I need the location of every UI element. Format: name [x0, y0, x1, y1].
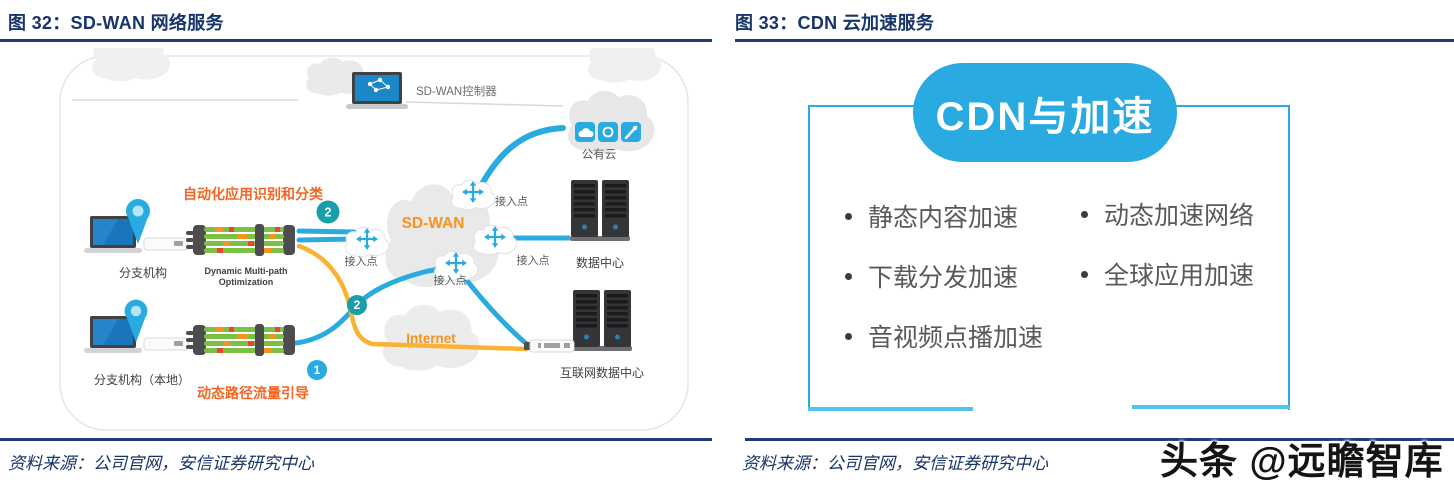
bullet-dot-icon	[1081, 270, 1088, 278]
bullet-dot-icon	[845, 272, 852, 280]
figure-32-source-rule	[0, 438, 712, 441]
public-cloud-services-icon	[575, 122, 641, 142]
deco-cloud-icon	[587, 48, 662, 83]
access-point-label: 接入点	[345, 255, 378, 268]
cable-blue-branch1	[296, 228, 357, 243]
public-cloud-label: 公有云	[582, 147, 617, 161]
bullet-label: 全球应用加速	[1104, 262, 1255, 290]
badge-2-mid	[347, 295, 367, 315]
dmpo-label-line1: Dynamic Multi-path	[204, 266, 287, 276]
bullet-label: 下载分发加速	[868, 264, 1019, 292]
cdn-bullet-dynamic: 动态加速网络	[1081, 196, 1254, 232]
sdwan-label: SD-WAN	[402, 215, 465, 232]
bullet-dot-icon	[1081, 210, 1088, 218]
bullet-label: 音视频点播加速	[868, 324, 1044, 352]
watermark-logo: 头条 @远瞻智库	[1160, 441, 1444, 483]
cdn-bullet-global: 全球应用加速	[1081, 256, 1254, 292]
figure-33-title: 图 33：CDN 云加速服务	[735, 13, 935, 33]
badge-2-top	[316, 200, 340, 224]
bullet-dot-icon	[845, 332, 852, 340]
cable-blue-controller	[479, 125, 566, 187]
access-point-icon	[474, 225, 517, 254]
internet-datacenter-label: 互联网数据中心	[560, 365, 644, 380]
controller-label: SD-WAN控制器	[416, 84, 497, 98]
sdwan-diagram: 2 2 1 SD-WAN控制器 公有云 数据中心 互联网数据中心 SD-WAN …	[59, 48, 689, 431]
deco-cloud-icon	[92, 48, 171, 82]
access-point-icon	[452, 180, 495, 209]
cdn-header-pill: CDN与加速	[913, 63, 1177, 162]
badge-2-mid-label: 2	[354, 298, 361, 312]
figure-33-title-rule	[735, 39, 1454, 42]
branch-office-icon	[84, 199, 189, 253]
bullet-label: 动态加速网络	[1104, 202, 1255, 230]
figure-33-source-rule	[745, 438, 1454, 441]
branch-office-label: 分支机构	[119, 265, 167, 280]
access-point-icon	[346, 227, 389, 256]
cdn-bullet-static: 静态内容加速	[845, 198, 1018, 234]
access-point-label: 接入点	[517, 254, 550, 267]
branch-office-local-icon	[84, 299, 189, 353]
access-point-label: 接入点	[434, 274, 467, 287]
badge-1-label: 1	[314, 363, 321, 377]
internet-router-icon	[524, 339, 575, 353]
cdn-bracket-left	[808, 105, 810, 410]
badge-1	[307, 360, 327, 380]
branch-office-local-label: 分支机构（本地）	[94, 372, 190, 387]
cdn-bullet-download: 下载分发加速	[845, 258, 1018, 294]
controller-link-line	[72, 99, 564, 107]
sdwan-controller-icon	[346, 72, 408, 109]
annotation-bottom: 动态路径流量引导	[197, 385, 309, 401]
datacenter-label: 数据中心	[576, 255, 624, 270]
figure-33-source: 资料来源：公司官网，安信证券研究中心	[742, 454, 1048, 473]
cdn-bracket-bottom-right	[1132, 405, 1290, 409]
dmpo-label-line2: Optimization	[219, 277, 274, 287]
annotation-top: 自动化应用识别和分类	[183, 186, 324, 202]
cdn-bracket-top-left	[808, 105, 915, 107]
figure-32-source: 资料来源：公司官网，安信证券研究中心	[8, 454, 314, 473]
bullet-label: 静态内容加速	[868, 204, 1019, 232]
cdn-bracket-bottom-left	[808, 407, 973, 411]
cdn-bullet-vod: 音视频点播加速	[845, 318, 1043, 354]
cdn-bracket-top-right	[1175, 105, 1290, 107]
cdn-header-label: CDN与加速	[935, 94, 1155, 139]
badge-2-top-label: 2	[325, 206, 332, 220]
figure-32-title-rule	[0, 39, 712, 42]
figure-32-title: 图 32：SD-WAN 网络服务	[8, 13, 224, 33]
bullet-dot-icon	[845, 212, 852, 220]
access-point-label: 接入点	[495, 195, 528, 208]
cdn-bracket-right	[1288, 105, 1290, 410]
internet-label: Internet	[406, 331, 456, 346]
